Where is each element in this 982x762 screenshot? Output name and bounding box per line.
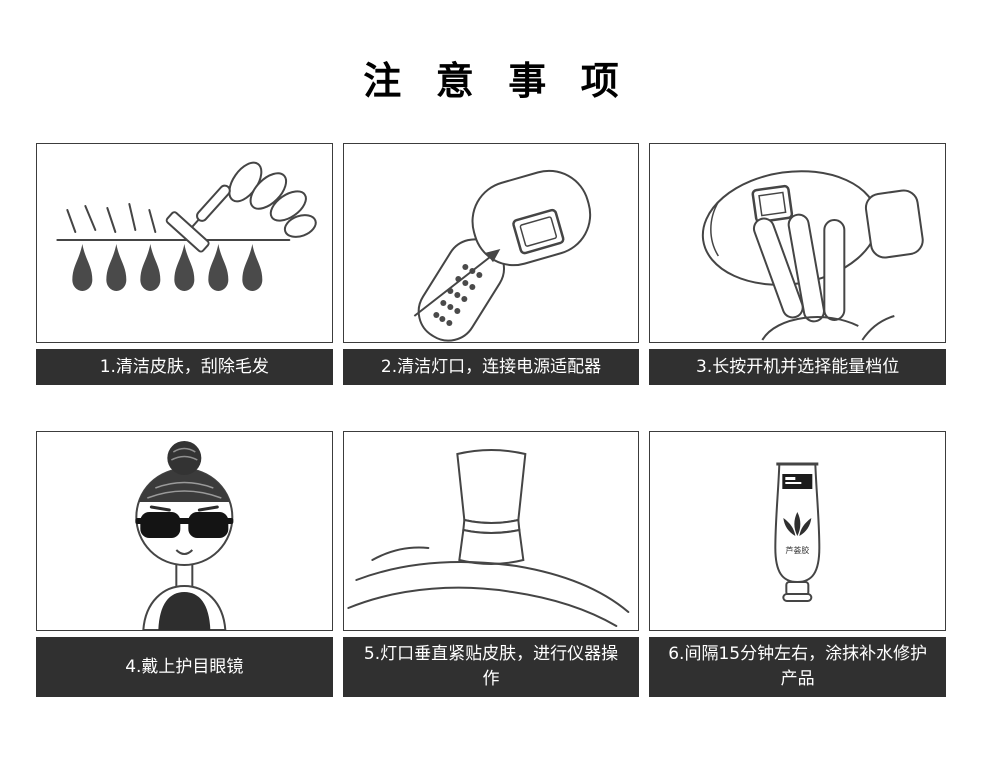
step-caption: 6.间隔15分钟左右，涂抹补水修护产品 xyxy=(649,637,946,697)
step-caption: 1.清洁皮肤，刮除毛发 xyxy=(36,349,333,385)
hair-follicles xyxy=(72,244,263,291)
product-tube-icon: 芦荟胶 xyxy=(774,462,821,602)
lamp-window-icon xyxy=(511,208,565,255)
finger-tips-icon xyxy=(228,161,317,238)
razor-icon xyxy=(165,184,231,253)
step-caption: 2.清洁灯口，连接电源适配器 xyxy=(342,349,640,385)
brand-logo xyxy=(782,474,813,489)
clean-lamp-illustration xyxy=(413,169,591,342)
step-caption: 4.戴上护目眼镜 xyxy=(36,637,333,697)
illustration-frame xyxy=(36,431,333,631)
device-on-skin-illustration xyxy=(346,449,629,627)
steps-grid: 1.清洁皮肤，刮除毛发 xyxy=(0,143,982,697)
tank-top xyxy=(158,592,211,630)
page-title: 注 意 事 项 xyxy=(363,59,630,103)
hair-bun-icon xyxy=(167,441,202,475)
ipl-device-icon xyxy=(417,169,591,342)
illustration-frame: 芦荟胶 xyxy=(649,431,946,631)
device-head-icon xyxy=(455,449,527,565)
press-power-illustration xyxy=(702,170,925,341)
illustration-frame xyxy=(342,143,640,343)
step-panel-4: 4.戴上护目眼镜 xyxy=(36,431,333,697)
product-label: 芦荟胶 xyxy=(786,545,810,555)
step-caption: 5.灯口垂直紧贴皮肤，进行仪器操作 xyxy=(342,637,640,697)
power-screen-icon xyxy=(751,184,794,224)
illustration-frame xyxy=(36,143,333,343)
smile xyxy=(175,549,194,555)
step-panel-6: 芦荟胶 6.间隔15分钟左右，涂抹补水修护产品 xyxy=(649,431,946,697)
goggles-icon xyxy=(135,512,234,538)
step-panel-2: 2.清洁灯口，连接电源适配器 xyxy=(342,143,640,385)
illustration-frame xyxy=(342,431,640,631)
aloe-icon xyxy=(783,512,812,536)
hand-icon xyxy=(753,213,895,341)
goggles-girl-illustration xyxy=(135,441,234,630)
repair-product-illustration: 芦荟胶 xyxy=(774,462,821,602)
pointer-arrow-icon xyxy=(413,249,500,317)
step-caption: 3.长按开机并选择能量档位 xyxy=(649,349,946,385)
step-panel-3: 3.长按开机并选择能量档位 xyxy=(649,143,946,385)
step-panel-5: 5.灯口垂直紧贴皮肤，进行仪器操作 xyxy=(342,431,640,697)
illustration-frame xyxy=(649,143,946,343)
skin-curves xyxy=(346,546,629,627)
razor-shaving-illustration xyxy=(56,161,317,291)
step-panel-1: 1.清洁皮肤，刮除毛发 xyxy=(36,143,333,385)
